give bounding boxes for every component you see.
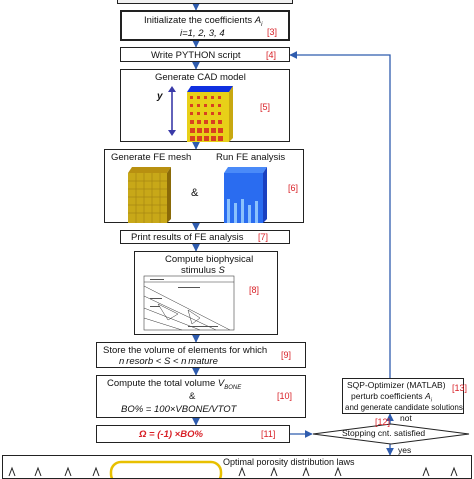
sqp-symbol: A xyxy=(425,391,431,401)
volume-line3: BO% = 100×VBONE/VTOT xyxy=(121,404,237,415)
step-print-results: Print results of FE analysis [7] xyxy=(120,230,290,244)
sqp-line1: SQP-Optimizer (MATLAB) xyxy=(347,380,446,390)
initialize-line2: i=1, 2, 3, 4 xyxy=(180,28,225,39)
reference-8: [8] xyxy=(249,285,260,295)
volume-symbol: V xyxy=(217,378,225,389)
reference-3: [3] xyxy=(267,27,278,37)
store-line2: n resorb < S < n mature xyxy=(119,356,218,367)
stopping-criterion-label: Stopping cnt. satisfied xyxy=(342,428,426,438)
reference-9: [9] xyxy=(281,350,292,360)
reference-11: [11] xyxy=(261,429,276,439)
coefficient-subscript: i xyxy=(261,21,263,28)
branch-not-label: not xyxy=(400,413,412,423)
fe-mesh-block-icon xyxy=(128,167,171,223)
print-label: Print results of FE analysis xyxy=(131,232,244,243)
stimulus-line2: stimulus S xyxy=(181,266,225,276)
branch-yes-label: yes xyxy=(398,445,412,455)
step-sqp-optimizer: SQP-Optimizer (MATLAB) perturb coefficie… xyxy=(342,378,464,414)
python-label: Write PYTHON script xyxy=(151,50,241,61)
fe-mesh-label: Generate FE mesh xyxy=(111,152,192,163)
store-line1: Store the volume of elements for which xyxy=(103,345,268,356)
volume-line1: Compute the total volume VBONE xyxy=(107,379,241,391)
stimulus-line1: Compute biophysical xyxy=(165,254,254,265)
cad-axis-label: y xyxy=(157,91,163,102)
sqp-line2: perturb coefficients Ai xyxy=(351,392,432,404)
sqp-line3: and generate candidate solutions xyxy=(345,403,463,412)
top-bar-remnant xyxy=(117,0,293,4)
stimulus-plot-icon xyxy=(143,275,235,331)
axis-arrow-icon xyxy=(168,86,176,136)
step-omega: Ω = (-1) ×BO% [11] xyxy=(96,425,290,443)
footer-decoration-icon xyxy=(8,460,458,478)
step-initialize-coefficients: Initializate the coefficients Ai i=1, 2,… xyxy=(120,10,290,41)
reference-5: [5] xyxy=(260,102,271,112)
fe-ampersand: & xyxy=(191,187,199,199)
volume-ampersand: & xyxy=(189,391,196,402)
cad-label: Generate CAD model xyxy=(155,72,246,83)
sqp-subscript: i xyxy=(430,397,432,404)
reference-12: [12] xyxy=(375,417,391,427)
initialize-text: Initializate the coefficients xyxy=(144,15,255,26)
sqp-text: perturb coefficients xyxy=(351,391,426,401)
step-fe-mesh-analysis: Generate FE mesh Run FE analysis & [6] xyxy=(104,149,304,223)
footer-label: Optimal porosity distribution laws xyxy=(223,457,355,467)
omega-formula: Ω = (-1) ×BO% xyxy=(139,429,203,440)
stimulus-symbol: S xyxy=(218,265,225,276)
reference-4: [4] xyxy=(266,50,277,60)
step-store-volume: Store the volume of elements for which n… xyxy=(96,342,306,368)
step-write-python: Write PYTHON script [4] xyxy=(120,47,290,62)
coefficient-symbol: A xyxy=(254,15,262,26)
fe-analysis-block-icon xyxy=(224,167,267,223)
stopping-criterion-diamond-icon xyxy=(312,423,470,445)
step-generate-cad: Generate CAD model y [5] xyxy=(120,69,290,142)
reference-7: [7] xyxy=(258,232,269,242)
initialize-line1: Initializate the coefficients Ai xyxy=(144,16,262,28)
stimulus-text: stimulus xyxy=(181,265,219,276)
step-compute-stimulus: Compute biophysical stimulus S [8] xyxy=(134,251,278,335)
reference-6: [6] xyxy=(288,183,299,193)
step-compute-total-volume: Compute the total volume VBONE & BO% = 1… xyxy=(96,375,306,418)
reference-13: [13] xyxy=(452,383,468,393)
footer-optimal-laws: Optimal porosity distribution laws xyxy=(2,455,472,479)
cad-block-icon xyxy=(187,86,233,142)
fe-analysis-label: Run FE analysis xyxy=(216,152,286,163)
volume-text: Compute the total volume xyxy=(107,378,218,389)
reference-10: [10] xyxy=(277,391,293,401)
volume-subscript: BONE xyxy=(224,384,242,391)
